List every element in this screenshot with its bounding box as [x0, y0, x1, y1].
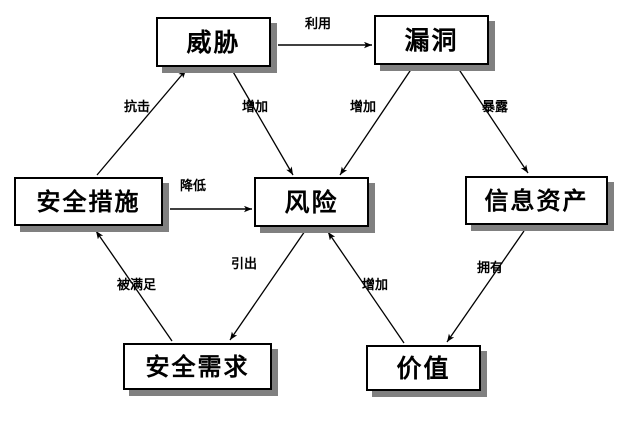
edge-label-safeguard-resists-threat: 抗击 — [124, 100, 151, 115]
edge-threat-increases-risk — [231, 69, 294, 176]
edge-value-increases-risk — [327, 231, 405, 344]
edge-label-value-increases-risk: 增加 — [362, 278, 389, 293]
edge-label-safeguard-reduces-risk: 降低 — [180, 179, 207, 194]
node-asset-label: 信息资产 — [484, 186, 589, 215]
node-asset[interactable]: 信息资产 — [465, 176, 608, 225]
edge-label-asset-owns-value: 拥有 — [477, 261, 504, 276]
edge-vulnerability-increases-risk — [339, 67, 413, 176]
node-risk-label: 风险 — [284, 187, 339, 217]
edge-asset-owns-value — [446, 230, 525, 343]
edge-label-requirement-satisfied-by-safeguard: 被满足 — [117, 278, 157, 293]
edge-label-vulnerability-increases-risk: 增加 — [350, 100, 377, 115]
node-value-label: 价值 — [396, 353, 451, 383]
node-safeguard[interactable]: 安全措施 — [14, 177, 163, 226]
node-threat[interactable]: 威胁 — [156, 17, 271, 67]
edge-label-vulnerability-exposes-asset: 暴露 — [482, 100, 509, 115]
edge-vulnerability-exposes-asset — [457, 67, 529, 174]
edge-risk-derives-requirement — [229, 230, 306, 341]
edge-label-threat-increases-risk: 增加 — [242, 100, 269, 115]
node-risk[interactable]: 风险 — [254, 177, 369, 227]
node-value[interactable]: 价值 — [366, 345, 481, 391]
node-vulnerability-label: 漏洞 — [404, 25, 459, 55]
edge-safeguard-resists-threat — [96, 69, 187, 176]
node-vulnerability[interactable]: 漏洞 — [374, 15, 489, 65]
node-requirement[interactable]: 安全需求 — [123, 343, 272, 390]
node-safeguard-label: 安全措施 — [36, 187, 141, 216]
edge-requirement-satisfied-by-safeguard — [95, 230, 173, 342]
node-threat-label: 威胁 — [186, 27, 241, 57]
edge-label-risk-derives-requirement: 引出 — [231, 257, 258, 272]
node-requirement-label: 安全需求 — [145, 352, 250, 381]
edge-label-threat-exploits-vulnerability: 利用 — [305, 17, 332, 32]
